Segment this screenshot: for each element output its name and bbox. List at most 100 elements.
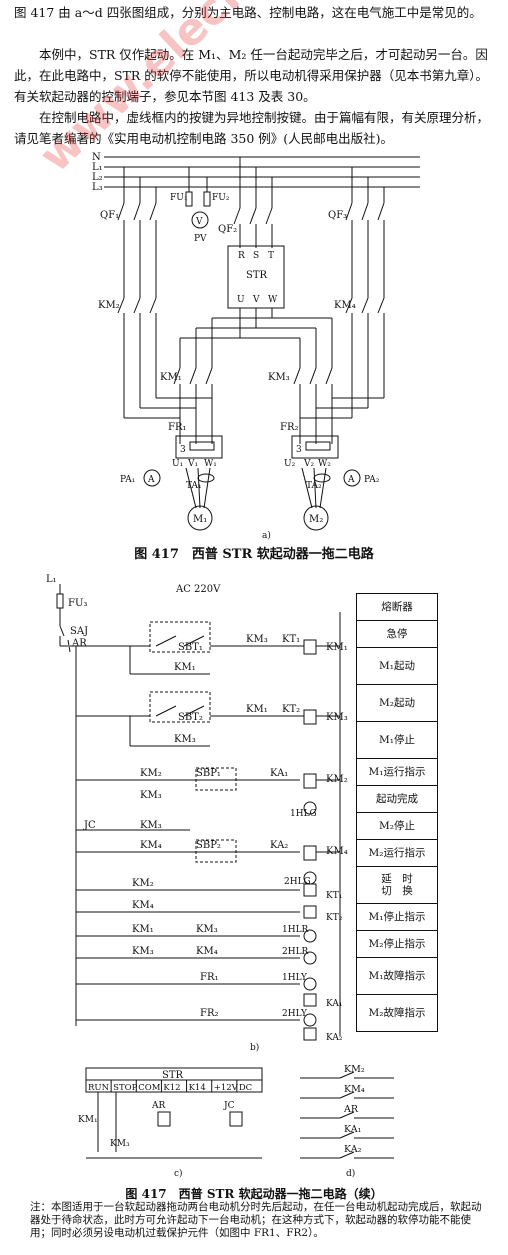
sbp2-label: SBP₂ xyxy=(196,840,221,851)
km4-label: KM₄ xyxy=(334,300,356,311)
svg-text:KM₄: KM₄ xyxy=(140,840,162,851)
svg-text:KT₁: KT₁ xyxy=(326,891,342,901)
sbp1-label: SBP₁ xyxy=(196,768,221,779)
svg-text:JC: JC xyxy=(223,1101,235,1111)
sbt2-label: SBT₂ xyxy=(178,712,203,723)
svg-text:KM₃: KM₃ xyxy=(326,712,348,723)
svg-text:2HLG: 2HLG xyxy=(284,877,311,887)
km2-contacts: KM₂ xyxy=(98,297,157,418)
bus-n-label: N xyxy=(92,152,101,163)
voltmeter-symbol xyxy=(191,211,209,229)
svg-text:W₂: W₂ xyxy=(318,459,331,469)
svg-text:KT₂: KT₂ xyxy=(326,913,343,923)
contact-blade xyxy=(339,1111,355,1119)
svg-text:KM₁: KM₁ xyxy=(326,642,348,653)
motor-m1 xyxy=(187,505,213,531)
svg-text:KA₂: KA₂ xyxy=(326,1033,343,1043)
qf1-breaker: QF₁ xyxy=(100,167,157,298)
fu3-label: FU₃ xyxy=(68,598,87,609)
legend-box: M₁运行指示 xyxy=(356,758,438,786)
svg-text:KM₃: KM₃ xyxy=(196,924,218,935)
svg-text:2HLR: 2HLR xyxy=(282,947,309,957)
svg-text:M₂: M₂ xyxy=(309,514,323,525)
contact-label: KM₄ xyxy=(344,1084,365,1095)
fu2-label: FU₂ xyxy=(212,193,230,203)
saj-label: SAJ xyxy=(70,626,88,637)
svg-text:S: S xyxy=(253,251,259,261)
svg-text:KM₃: KM₃ xyxy=(174,734,196,745)
svg-text:KT₁: KT₁ xyxy=(282,634,300,645)
str-terminal-label: DC xyxy=(239,1083,252,1093)
km3-label: KM₃ xyxy=(268,372,290,383)
legend-box: M₂停止 xyxy=(356,812,438,840)
pa1-label: PA₁ xyxy=(120,475,135,485)
km2-label: KM₂ xyxy=(98,300,120,311)
fr2-label: FR₂ xyxy=(280,422,298,433)
svg-text:FR₂: FR₂ xyxy=(200,1008,218,1019)
contact-blade xyxy=(339,1091,355,1099)
svg-text:KM₁: KM₁ xyxy=(132,924,154,935)
fig-c-title: STR xyxy=(162,1070,184,1081)
svg-text:KM₃: KM₃ xyxy=(132,946,154,957)
intro-paragraph-1: 图 417 由 a～d 四张图组成，分别为主电路、控制电路，这在电气施工中是常见… xyxy=(14,5,482,20)
svg-text:FR₁: FR₁ xyxy=(200,972,218,983)
svg-text:1HLY: 1HLY xyxy=(282,973,308,983)
qf1-label: QF₁ xyxy=(100,210,119,221)
svg-text:KM₁: KM₁ xyxy=(174,662,196,673)
str-terminal-label: RUN xyxy=(88,1083,110,1093)
legend-box: 急停 xyxy=(356,620,438,648)
str-terminal-label: K14 xyxy=(189,1083,206,1093)
svg-text:3: 3 xyxy=(180,445,186,455)
ac-label: AC 220V xyxy=(175,584,221,595)
l1-label: L₁ xyxy=(46,574,57,585)
svg-text:AR: AR xyxy=(151,1101,165,1111)
ta1-label: TA₁ xyxy=(186,481,202,491)
bus-l2-label: L₂ xyxy=(92,172,103,183)
svg-text:KM₂: KM₂ xyxy=(132,878,154,889)
contact-label: AR xyxy=(343,1104,359,1115)
bus-l3-label: L₃ xyxy=(92,182,103,193)
svg-text:KM₁: KM₁ xyxy=(78,1115,98,1125)
svg-text:KM₃: KM₃ xyxy=(246,634,268,645)
contact-blade xyxy=(339,1131,355,1139)
svg-text:V₁: V₁ xyxy=(187,459,198,469)
str-terminal-label: STOP xyxy=(113,1083,137,1093)
figure-caption-2: 图 417 西普 STR 软起动器一拖二电路（续） xyxy=(125,1187,383,1201)
figure-b-control-circuit: L₁ FU₃ AC 220V SAJ AR SBT₁ KM₃ KT₁ KM₁ K… xyxy=(46,574,348,1053)
qf3-label: QF₃ xyxy=(328,210,347,221)
legend-box: M₂停止指示 xyxy=(356,930,438,958)
fig-a-label: a) xyxy=(262,530,271,541)
svg-text:KT₂: KT₂ xyxy=(282,704,300,715)
figure-a-main-circuit: N L₁ L₂ L₃ QF₁ KM₂ FU₁ FU₂ V PV QF₂ R S … xyxy=(92,152,420,541)
contact-label: KA₁ xyxy=(344,1124,362,1135)
str-label: STR xyxy=(246,270,268,281)
contact-blade xyxy=(339,1151,355,1159)
legend-box: M₂故障指示 xyxy=(356,994,438,1032)
fr1-label: FR₁ xyxy=(168,422,186,433)
fig-d-label: d) xyxy=(346,1168,355,1179)
svg-text:1HLR: 1HLR xyxy=(282,925,309,935)
svg-text:KM₃: KM₃ xyxy=(140,820,162,831)
str-terminal-label: +12V xyxy=(214,1083,239,1093)
svg-text:V: V xyxy=(195,217,203,227)
legend-box: M₂运行指示 xyxy=(356,839,438,867)
svg-text:U: U xyxy=(237,295,245,305)
legend-box: M₁停止 xyxy=(356,721,438,759)
svg-text:1HLG: 1HLG xyxy=(290,809,317,819)
contact-blade xyxy=(339,1071,355,1079)
motor-m2 xyxy=(303,505,329,531)
legend-box: M₂起动 xyxy=(356,684,438,722)
intro-paragraph-3: 在控制电路中，虚线框内的按键为异地控制按键。由于篇幅有限，有关原理分析，请见笔者… xyxy=(14,110,490,146)
svg-text:W: W xyxy=(268,295,278,305)
contact-label: KM₂ xyxy=(344,1064,365,1075)
legend-box: M₁故障指示 xyxy=(356,957,438,995)
legend-box: 延 时 切 换 xyxy=(356,866,438,904)
fig-c-label: c) xyxy=(174,1168,183,1179)
svg-text:KM₁: KM₁ xyxy=(246,704,268,715)
legend-box: 起动完成 xyxy=(356,785,438,813)
svg-text:U₁: U₁ xyxy=(172,459,183,469)
sbt1-label: SBT₁ xyxy=(178,642,203,653)
svg-text:W₁: W₁ xyxy=(204,459,217,469)
fu1-label: FU₁ xyxy=(170,193,187,203)
